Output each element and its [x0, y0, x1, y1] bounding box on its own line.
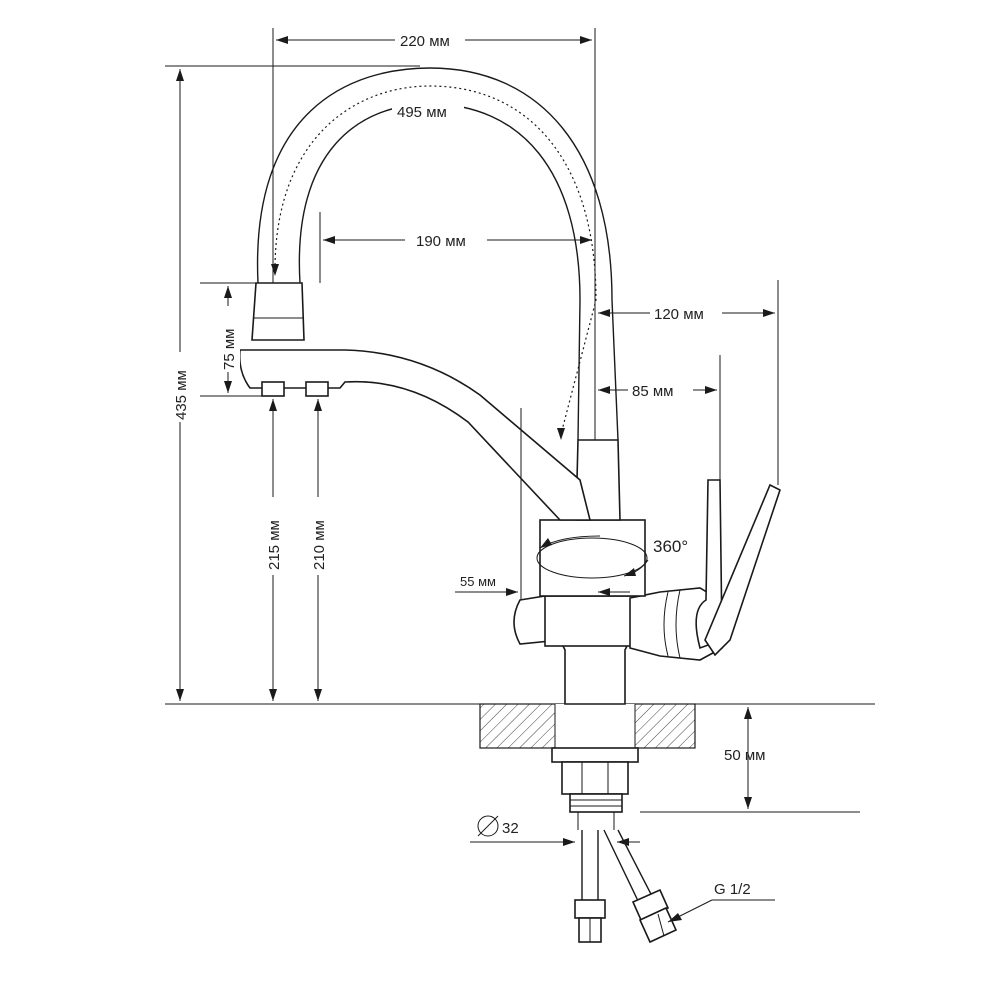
label-435: 435 мм	[173, 370, 190, 420]
filter-spout-arm	[238, 349, 592, 521]
label-220: 220 мм	[400, 33, 450, 50]
mixer-lever	[704, 483, 781, 657]
label-210: 210 мм	[311, 520, 328, 570]
extension-lines	[165, 28, 860, 813]
dimension-lines	[176, 36, 775, 923]
countertop	[165, 703, 875, 749]
label-g-half: G 1/2	[714, 881, 751, 898]
swivel-collar	[536, 519, 648, 597]
label-55: 55 мм	[460, 574, 496, 589]
label-32: 32	[502, 820, 519, 837]
label-190: 190 мм	[416, 233, 466, 250]
label-120: 120 мм	[654, 306, 704, 323]
faucet-body	[513, 587, 723, 705]
spray-head	[251, 282, 305, 341]
label-50: 50 мм	[724, 747, 765, 764]
mounting-shank	[551, 747, 639, 830]
label-215: 215 мм	[266, 520, 283, 570]
dimension-labels: 220 мм 495 мм 190 мм 120 мм 85 мм 435 мм…	[168, 30, 765, 898]
label-360: 360°	[653, 537, 688, 556]
label-495: 495 мм	[397, 104, 447, 121]
supply-hoses	[574, 829, 678, 944]
label-85: 85 мм	[632, 383, 673, 400]
label-75: 75 мм	[221, 329, 238, 370]
